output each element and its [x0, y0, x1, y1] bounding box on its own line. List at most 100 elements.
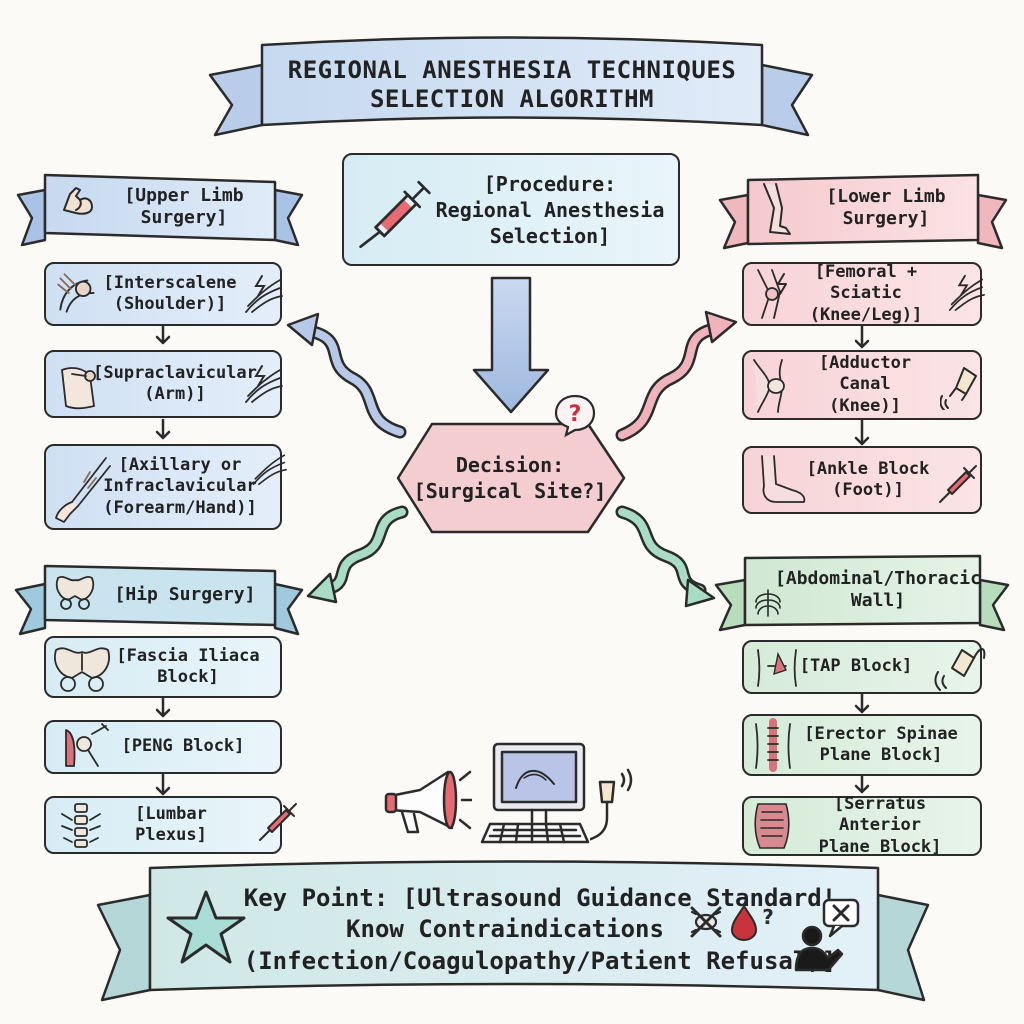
shoulder-icon	[52, 268, 104, 320]
nerve-icon	[944, 270, 986, 314]
key-point-banner	[96, 860, 930, 1002]
procedure-line-3: Selection]	[489, 223, 611, 248]
lumbar-plexus-box: [Lumbar Plexus]	[44, 796, 282, 854]
upper-limb-banner	[16, 173, 304, 247]
abdominal-header-line-1: [Abdominal/Thoracic	[775, 568, 981, 590]
procedure-line-2: Regional Anesthesia	[435, 197, 665, 222]
femoral-sciatic-line-2: (Knee/Leg)]	[809, 304, 923, 325]
hip-banner	[14, 564, 304, 636]
upper-limb-header: [Upper Limb Surgery]	[95, 178, 273, 236]
fascia-iliaca-box: [Fascia Iliaca Block]	[44, 636, 282, 698]
femoral-sciatic-line-1: [Femoral + Sciatic	[814, 262, 918, 304]
title-line-2: SELECTION ALGORITHM	[369, 85, 655, 113]
erector-spinae-line-2: Plane Block]	[819, 745, 943, 765]
title-line-1: REGIONAL ANESTHESIA TECHNIQUES	[287, 56, 737, 85]
leg-icon	[756, 180, 798, 238]
nerve-icon	[248, 446, 288, 488]
crossed-bacteria-icon	[688, 904, 724, 940]
decision-line-2: [Surgical Site?]	[413, 479, 607, 503]
pelvis-icon	[52, 570, 98, 614]
abdominal-banner	[714, 554, 1010, 632]
axillary-line-1: [Axillary or	[118, 455, 242, 476]
arrow-to-hip	[306, 505, 409, 604]
star-icon	[164, 886, 248, 966]
title-banner	[208, 36, 814, 137]
ankle-block-line-2: (Foot)]	[832, 480, 904, 500]
adductor-canal-line-1: [Adductor Canal	[818, 353, 912, 395]
knee-icon	[748, 356, 796, 414]
ultrasound-probe-icon	[932, 638, 986, 692]
muscle-arm-icon	[58, 180, 98, 220]
torso-arm-icon	[56, 356, 110, 412]
nerve-icon	[240, 360, 284, 406]
ultrasound-probe-icon	[586, 768, 640, 848]
procedure-line-1: [Procedure:	[483, 171, 617, 196]
arrow-to-upper-limb	[286, 312, 407, 439]
back-spine-icon	[750, 718, 796, 772]
axillary-line-2: Infraclavicular	[103, 476, 257, 497]
upper-limb-header-line-2: Surgery]	[140, 207, 228, 228]
fascia-iliaca-line-1: [Fascia Iliaca	[116, 645, 260, 666]
key-point-text: Key Point: [Ultrasound Guidance Standard…	[240, 870, 840, 990]
syringe-icon	[352, 165, 438, 251]
interscalene-box: [Interscalene (Shoulder)]	[44, 262, 282, 326]
ultrasound-computer-icon	[480, 740, 590, 850]
knee-leg-icon	[748, 266, 796, 322]
foot-icon	[752, 452, 808, 508]
upper-limb-header-line-1: [Upper Limb	[124, 185, 244, 207]
decision-hexagon	[396, 422, 626, 534]
arrow-to-lower-limb	[615, 310, 738, 442]
supraclavicular-line-1: [Supraclavicular	[93, 362, 257, 383]
main-down-arrow	[472, 276, 550, 414]
serratus-anterior-line-2: Plane Block]	[818, 836, 942, 857]
lower-limb-header: [Lower Limb Surgery]	[796, 178, 976, 238]
nerve-icon	[240, 270, 284, 316]
ultrasound-probe-icon	[939, 364, 984, 411]
supraclavicular-line-2: (Arm)]	[144, 384, 206, 404]
page-title: REGIONAL ANESTHESIA TECHNIQUES SELECTION…	[262, 44, 762, 126]
megaphone-icon	[380, 766, 474, 842]
key-point-line-2: Know Contraindications	[346, 915, 664, 944]
person-refusal-icon	[794, 896, 864, 972]
svg-text:?: ?	[569, 402, 582, 427]
abdominal-header-line-2: Wall]	[850, 590, 906, 611]
step-connectors	[155, 324, 870, 796]
peng-line-1: [PENG Block]	[121, 736, 245, 757]
key-point-line-1: Key Point: [Ultrasound Guidance Standard…	[243, 884, 837, 913]
syringe-small-icon	[256, 796, 302, 842]
lower-limb-header-line-1: [Lower Limb	[826, 186, 946, 208]
question-bubble-icon: ?	[552, 392, 598, 438]
axillary-line-3: (Forearm/Hand)]	[103, 497, 257, 518]
abdominal-header: [Abdominal/Thoracic Wall]	[775, 560, 981, 620]
erector-spinae-line-1: [Erector Spinae	[804, 723, 958, 744]
serratus-muscle-icon	[750, 800, 794, 852]
erector-spinae-box: [Erector Spinae Plane Block]	[742, 714, 982, 776]
decision-label: Decision: [Surgical Site?]	[410, 430, 610, 526]
hip-header: [Hip Surgery]	[100, 570, 270, 620]
lower-limb-banner	[718, 173, 1008, 250]
svg-text:?: ?	[762, 905, 774, 929]
femoral-sciatic-box: [Femoral + Sciatic (Knee/Leg)]	[742, 262, 982, 326]
tap-block-line-1: [TAP Block]	[799, 656, 913, 677]
serratus-anterior-line-1: [Serratus Anterior	[833, 794, 927, 836]
blood-drop-question-icon: ?	[730, 902, 778, 942]
interscalene-line-1: [Interscalene	[103, 272, 237, 293]
hip-joint-icon	[58, 722, 110, 772]
syringe-small-icon	[936, 458, 982, 504]
adductor-canal-line-2: (Knee)]	[829, 395, 901, 416]
key-point-line-3: (Infection/Coagulopathy/Patient Refusal)…	[243, 946, 837, 975]
spine-icon	[58, 800, 104, 850]
interscalene-line-2: (Shoulder)]	[113, 294, 227, 314]
ribcage-icon	[752, 588, 784, 618]
decision-line-1: Decision:	[455, 453, 565, 477]
pelvis-bone-icon	[50, 640, 114, 696]
hip-header-label: [Hip Surgery]	[114, 584, 256, 606]
fascia-iliaca-line-2: Block]	[157, 667, 219, 687]
abdomen-icon	[752, 644, 802, 690]
ankle-block-line-1: [Ankle Block	[806, 458, 930, 479]
forearm-hand-icon	[50, 452, 112, 524]
arrow-to-abdominal	[615, 505, 716, 608]
lower-limb-header-line-2: Surgery]	[842, 208, 930, 229]
